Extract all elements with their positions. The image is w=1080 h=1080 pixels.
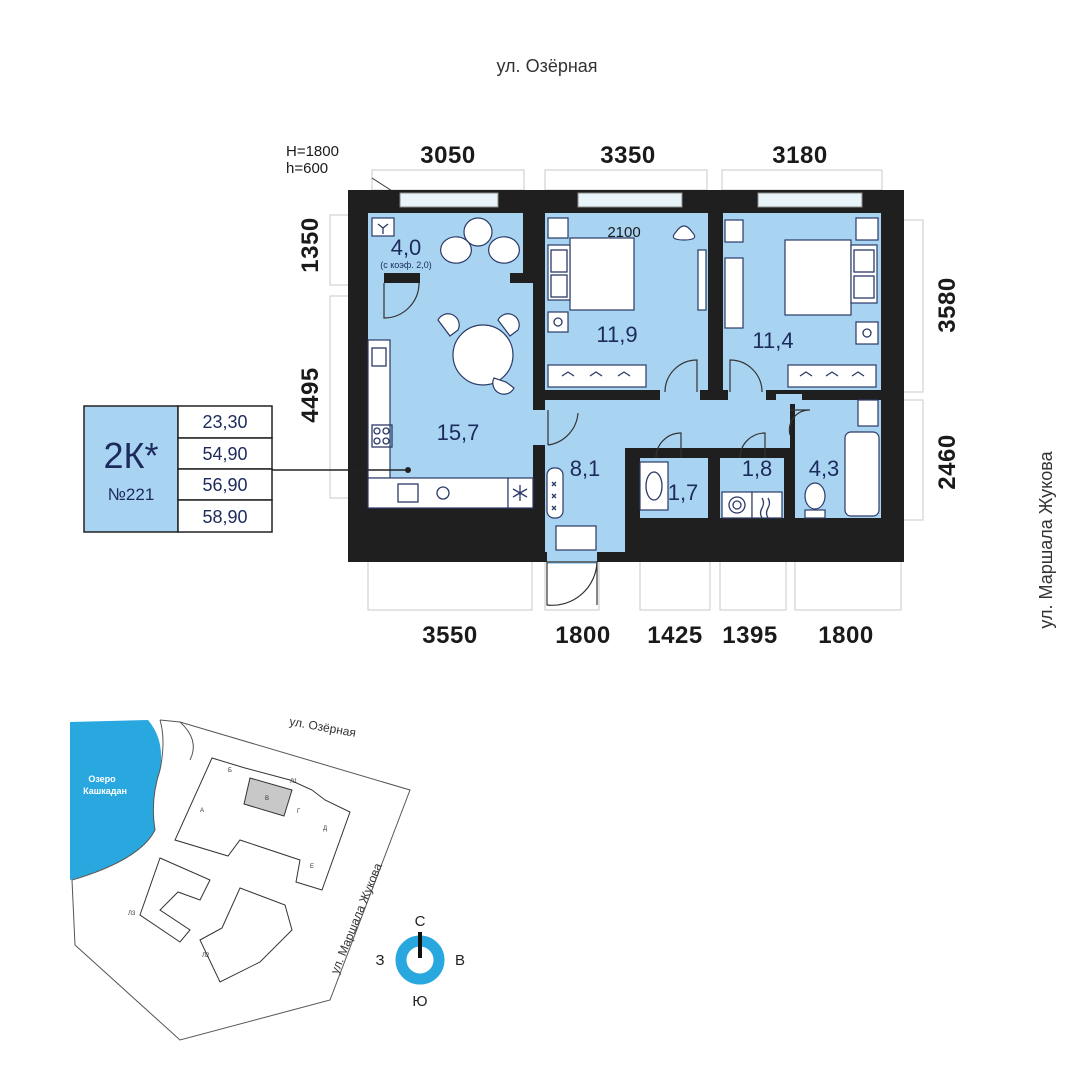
dim-top-3: 3180 bbox=[772, 142, 827, 169]
apartment-card: 2К* №221 23,30 54,90 56,90 58,90 bbox=[83, 405, 273, 533]
card-type: 2К* bbox=[103, 435, 158, 476]
compass-north: С bbox=[415, 913, 426, 930]
dim-bottom-1: 3550 bbox=[422, 622, 477, 649]
room-area-bedroom-2: 11,4 bbox=[752, 328, 793, 353]
dim-bottom-2: 1800 bbox=[555, 622, 610, 649]
dim-top-2: 3350 bbox=[600, 142, 655, 169]
street-top-label: ул. Озёрная bbox=[496, 56, 597, 76]
site-lake-line2: Кашкадан bbox=[83, 786, 127, 796]
site-a: А bbox=[200, 808, 204, 814]
doors bbox=[383, 282, 811, 606]
street-right-label: ул. Маршала Жукова bbox=[1036, 450, 1056, 628]
window-height-upper: H=1800 bbox=[286, 143, 339, 160]
site-b: Б bbox=[228, 768, 232, 774]
site-l1: Л1 bbox=[290, 779, 298, 785]
card-area-2: 54,90 bbox=[202, 444, 247, 464]
room-area-balcony-note: (с коэф. 2,0) bbox=[380, 260, 432, 270]
site-plan: Озеро Кашкадан ул. Озёрная ул. Маршала Ж… bbox=[70, 714, 411, 1041]
card-area-4: 58,90 bbox=[202, 507, 247, 527]
site-e: Е bbox=[310, 864, 314, 870]
room-area-hall: 8,1 bbox=[570, 456, 601, 481]
card-area-3: 56,90 bbox=[202, 475, 247, 495]
dim-bottom-3: 1425 bbox=[647, 622, 702, 649]
room-area-laundry: 1,8 bbox=[742, 456, 773, 481]
compass-west: З bbox=[375, 952, 384, 969]
balcony-furniture bbox=[371, 217, 520, 264]
compass: С Ю З В bbox=[375, 913, 465, 1010]
site-g: Г bbox=[297, 809, 301, 815]
bedroom-2-furniture bbox=[724, 217, 879, 388]
dim-left-2: 4495 bbox=[297, 367, 324, 422]
room-area-bathroom: 4,3 bbox=[809, 456, 840, 481]
site-l2: Л2 bbox=[202, 953, 210, 959]
dim-top-1: 3050 bbox=[420, 142, 475, 169]
bedroom-1-furniture bbox=[547, 217, 707, 388]
room-area-bedroom-1: 11,9 bbox=[596, 322, 637, 347]
card-area-1: 23,30 bbox=[202, 412, 247, 432]
room-area-kitchen: 15,7 bbox=[437, 420, 480, 445]
kitchen-furniture bbox=[367, 313, 534, 509]
dim-bottom-4: 1395 bbox=[722, 622, 777, 649]
wet-room-furniture bbox=[546, 399, 880, 551]
dim-right-2: 2460 bbox=[934, 434, 961, 489]
site-v: В bbox=[265, 796, 269, 802]
site-lake-line1: Озеро bbox=[88, 774, 116, 784]
dim-inner: 2100 bbox=[607, 224, 640, 241]
dim-right-1: 3580 bbox=[934, 277, 961, 332]
room-area-wc: 1,7 bbox=[668, 480, 699, 505]
window-height-lower: h=600 bbox=[286, 160, 328, 177]
dim-left-1: 1350 bbox=[297, 217, 324, 272]
compass-south: Ю bbox=[412, 993, 427, 1010]
dim-bottom-5: 1800 bbox=[818, 622, 873, 649]
site-street-top: ул. Озёрная bbox=[288, 714, 357, 739]
card-number: №221 bbox=[108, 485, 155, 504]
compass-east: В bbox=[455, 952, 465, 969]
site-l3: Л3 bbox=[128, 911, 136, 917]
site-d: Д bbox=[323, 826, 327, 832]
room-area-balcony: 4,0 bbox=[391, 235, 422, 260]
